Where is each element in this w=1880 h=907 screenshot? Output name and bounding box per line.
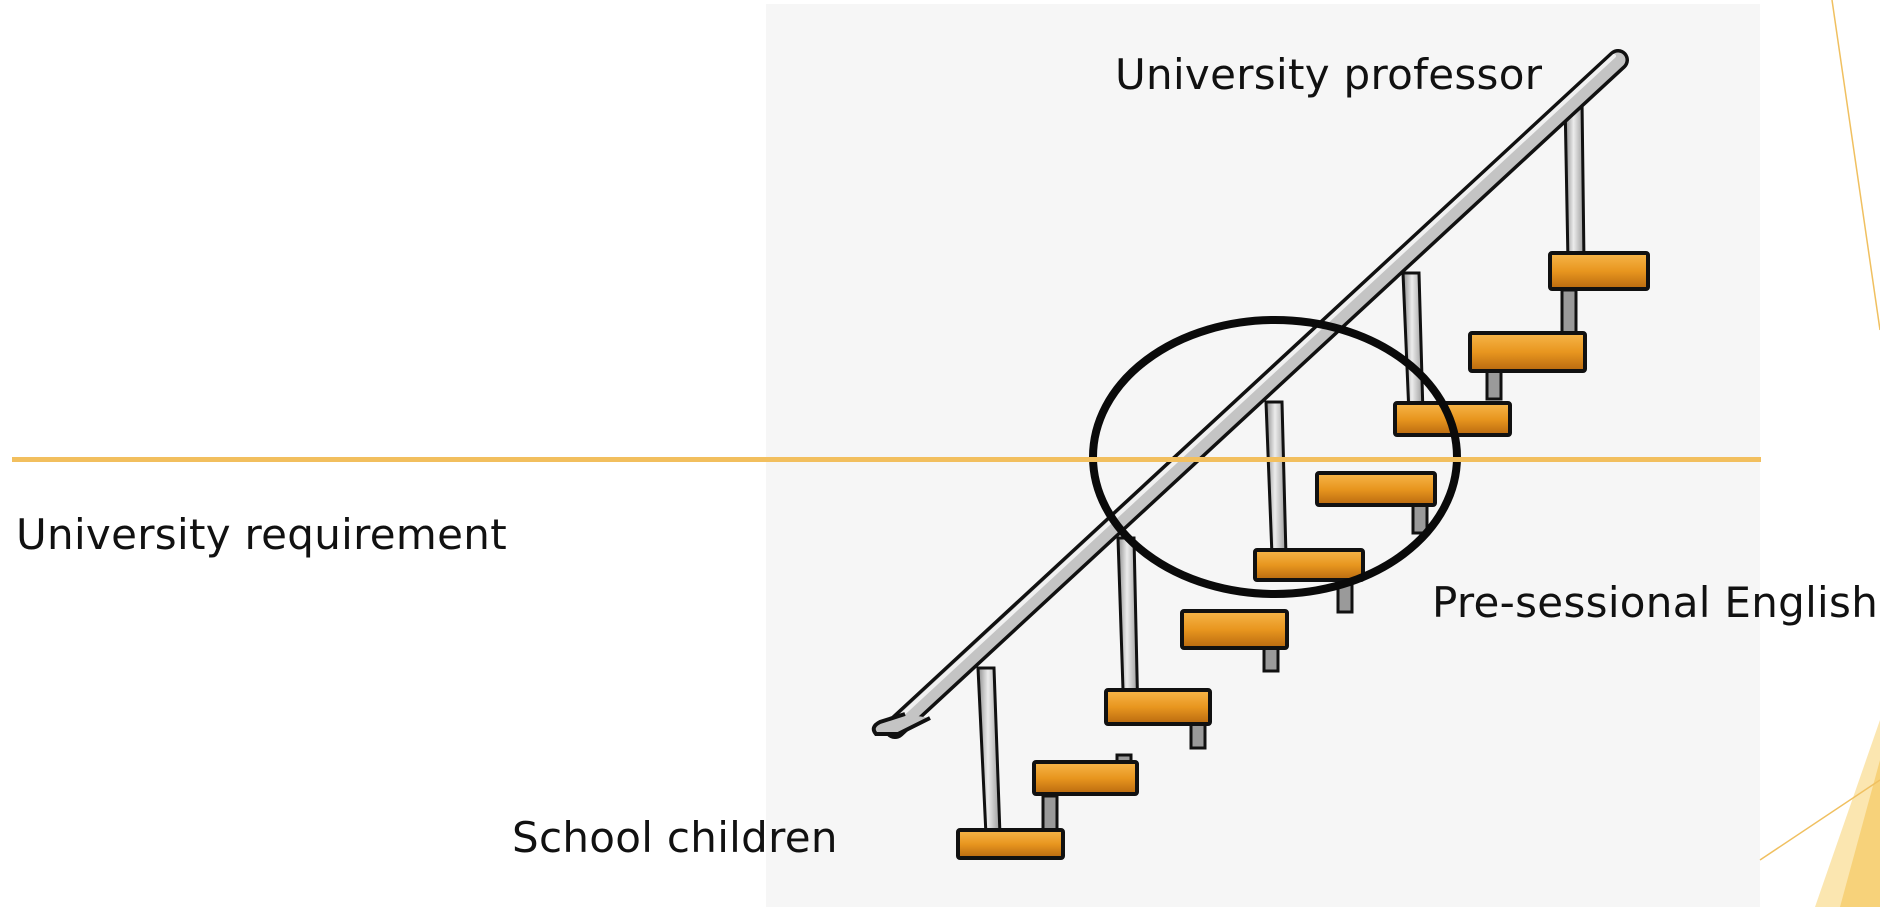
- label-university-professor: University professor: [1115, 50, 1543, 99]
- university-requirement-line: [12, 457, 1761, 462]
- label-school-children: School children: [512, 813, 838, 862]
- step-treads: [956, 251, 1650, 860]
- illustration-panel: [766, 4, 1760, 907]
- handrail: [871, 49, 1629, 739]
- label-university-requirement: University requirement: [16, 510, 507, 559]
- label-pre-sessional-english: Pre-sessional English: [1432, 578, 1879, 627]
- balusters: [976, 98, 1586, 837]
